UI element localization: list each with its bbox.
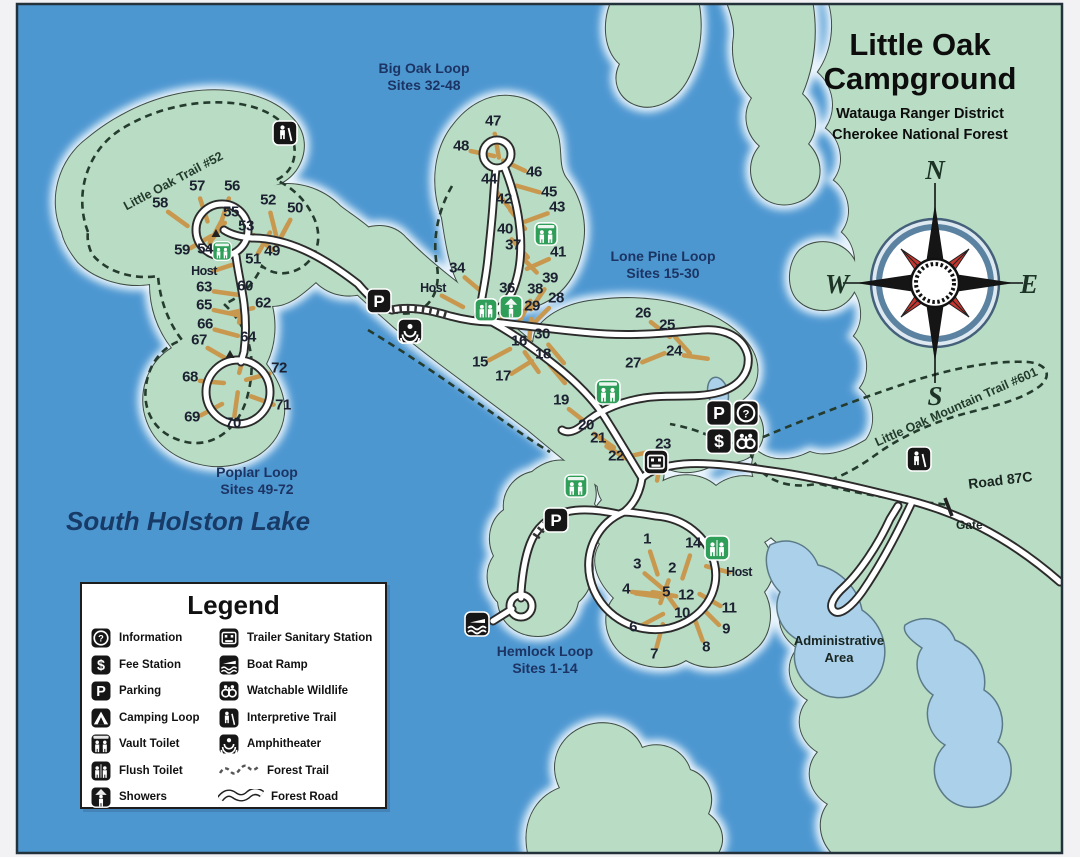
legend-row: Forest Road [217,784,376,811]
legend-row: Interpretive Trail [218,705,376,732]
legend-row: ? Information [90,625,218,652]
boardwalk-hatched-road [530,508,568,543]
legend-label: Boat Ramp [247,658,308,671]
road-sample-icon [217,788,265,805]
svg-text:P: P [96,684,106,700]
fee-icon: $ [90,653,112,676]
svg-text:?: ? [98,634,104,644]
compass-west: W [825,269,851,299]
vault-icon [90,733,112,756]
flush-icon [90,759,112,782]
map-border [15,2,1064,855]
legend-label: Forest Trail [267,764,329,777]
legend-heading: Legend [187,590,280,620]
shower-icon [90,786,112,809]
legend-row: Amphitheater [218,731,376,759]
legend-row: Camping Loop [90,705,218,732]
trailer-icon [218,627,240,650]
legend-label: Interpretive Trail [247,711,337,724]
boat-icon [218,653,240,676]
shallow-water-fingers [706,376,1012,809]
legend-row: Flush Toilet [90,758,218,785]
legend-label: Camping Loop [119,711,200,724]
legend-label: Forest Road [271,791,339,804]
svg-text:$: $ [97,658,105,674]
legend-label: Watchable Wildlife [247,685,349,698]
legend-row: Watchable Wildlife [218,678,376,705]
legend-label: Information [119,632,183,645]
information-icon: ? [90,627,112,650]
legend-row: Vault Toilet [90,731,218,758]
legend-label: Flush Toilet [119,764,183,777]
legend-row: P Parking [90,678,218,705]
interpretive-icon [218,706,240,729]
compass-north: N [924,155,946,185]
compass-rose: N E S W [825,155,1038,411]
trail-sample-icon [218,764,260,778]
legend-row: Showers [90,784,218,811]
legend-label: Trailer Sanitary Station [247,632,373,645]
legend-label: Showers [119,791,167,804]
wildlife-icon [218,680,240,703]
legend-row: Boat Ramp [218,652,376,679]
boardwalk-hatched-road [391,304,452,320]
compass-east: E [1019,269,1038,299]
legend-row: Forest Trail [218,758,376,785]
camping-icon [90,706,112,729]
legend-row: Trailer Sanitary Station [218,625,376,652]
gate-marker [943,497,954,517]
legend-row: $ Fee Station [90,652,218,679]
legend-label: Parking [119,685,162,698]
parking-icon: P [90,680,112,703]
amphitheater-icon [218,733,240,759]
legend-label: Amphitheater [247,738,322,751]
legend-label: Fee Station [119,658,181,671]
compass-south: S [927,381,942,411]
legend-label: Vault Toilet [119,738,180,751]
